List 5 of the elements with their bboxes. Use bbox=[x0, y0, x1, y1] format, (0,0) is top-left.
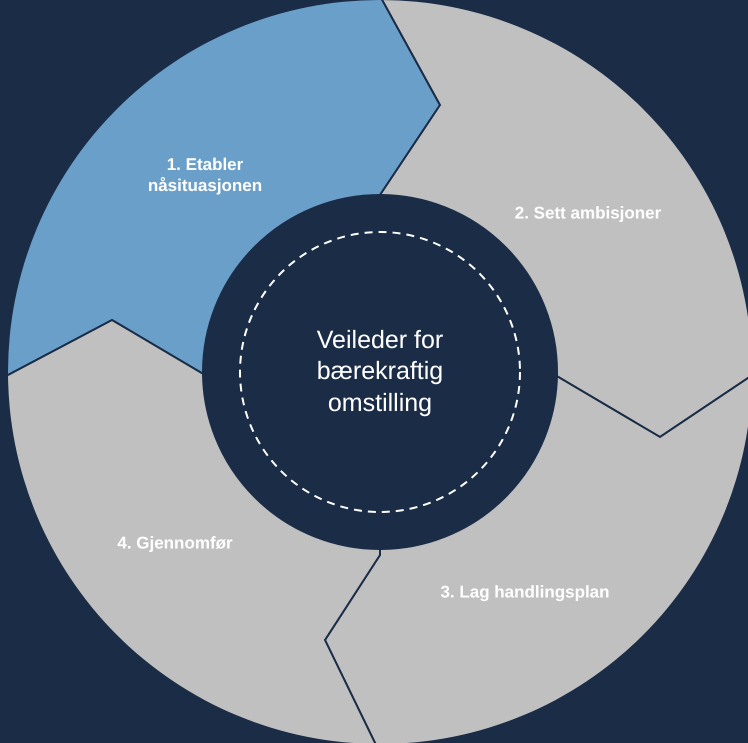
center-label: Veileder for bærekraftig omstilling bbox=[316, 325, 444, 419]
segment-label: 1. Etabler nåsituasjonen bbox=[146, 154, 264, 196]
segment-label: 4. Gjennomfør bbox=[116, 532, 234, 554]
segment-label: 3. Lag handlingsplan bbox=[439, 581, 611, 603]
segment-label: 2. Sett ambisjoner bbox=[514, 202, 662, 224]
